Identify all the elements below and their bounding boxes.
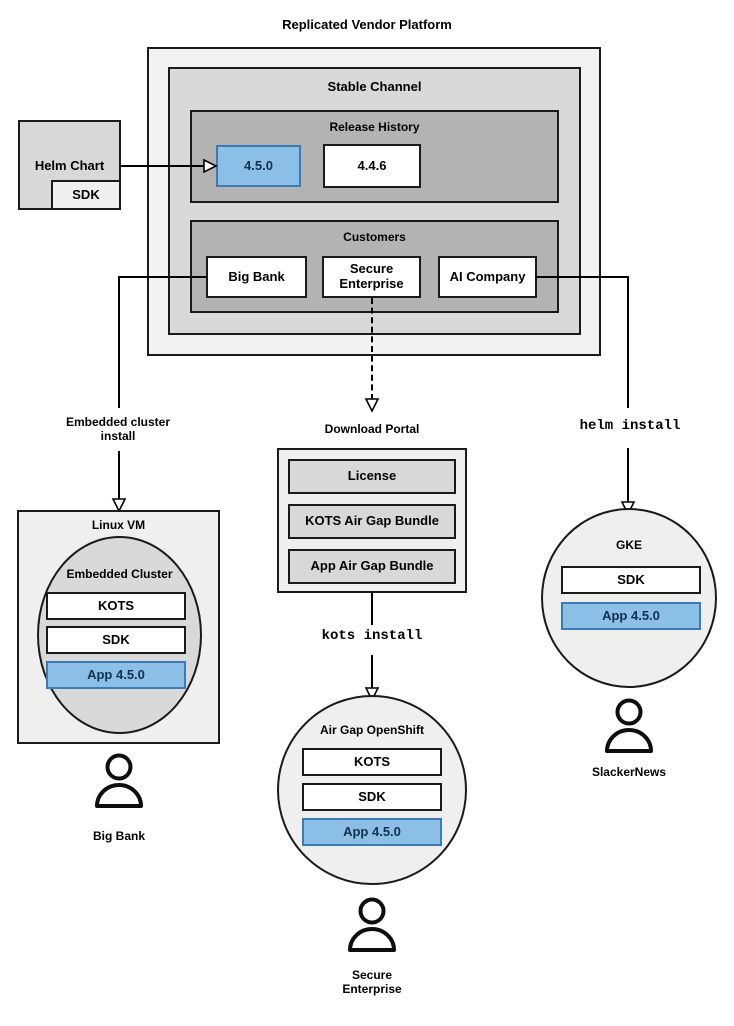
embedded-install-arrow-line xyxy=(118,451,120,501)
download-portal-artifact-app-airgap[interactable]: App Air Gap Bundle xyxy=(288,549,456,584)
linux-vm-component-app[interactable]: App 4.5.0 xyxy=(46,661,186,689)
user-icon-secure-enterprise xyxy=(348,897,396,952)
gke-ellipse xyxy=(541,508,717,688)
ai-company-connector-vertical xyxy=(627,276,629,408)
embedded-cluster-title: Embedded Cluster xyxy=(66,567,173,581)
release-version-4-4-6[interactable]: 4.4.6 xyxy=(323,144,421,188)
customer-big-bank[interactable]: Big Bank xyxy=(206,256,307,298)
edge-label-download-portal: Download Portal xyxy=(324,422,420,436)
stable-channel-title: Stable Channel xyxy=(327,79,422,94)
helm-install-arrow-line xyxy=(627,448,629,505)
helm-chart-title: Helm Chart xyxy=(34,158,105,173)
user-icon-slackernews xyxy=(605,698,653,753)
linux-vm-component-kots[interactable]: KOTS xyxy=(46,592,186,620)
secure-enterprise-dashed-connector xyxy=(371,298,373,400)
gke-component-app[interactable]: App 4.5.0 xyxy=(561,602,701,630)
airgap-component-kots[interactable]: KOTS xyxy=(302,748,442,776)
download-portal-arrowhead xyxy=(364,398,380,413)
kots-install-line-upper xyxy=(371,593,373,625)
user-label-slackernews: SlackerNews xyxy=(591,765,667,779)
download-portal-artifact-kots-airgap[interactable]: KOTS Air Gap Bundle xyxy=(288,504,456,539)
gke-title: GKE xyxy=(615,538,642,552)
airgap-component-app[interactable]: App 4.5.0 xyxy=(302,818,442,846)
customers-title: Customers xyxy=(343,230,406,244)
kots-install-line-lower xyxy=(371,655,373,690)
edge-label-kots-install: kots install xyxy=(321,628,423,644)
customer-secure-enterprise[interactable]: Secure Enterprise xyxy=(322,256,421,298)
ai-company-connector-horizontal xyxy=(535,276,629,278)
helm-to-release-arrowhead xyxy=(203,158,218,174)
edge-label-helm-install: helm install xyxy=(579,418,681,434)
page-title: Replicated Vendor Platform xyxy=(282,17,452,32)
airgap-openshift-title: Air Gap OpenShift xyxy=(319,723,424,737)
airgap-component-sdk[interactable]: SDK xyxy=(302,783,442,811)
user-label-secure-enterprise: Secure Enterprise xyxy=(342,968,402,997)
edge-label-embedded-cluster-install: Embedded cluster install xyxy=(65,415,171,444)
release-history-title: Release History xyxy=(329,120,420,134)
kots-install-arrowhead xyxy=(364,687,380,702)
download-portal-artifact-license[interactable]: License xyxy=(288,459,456,494)
big-bank-connector-horizontal xyxy=(118,276,208,278)
customer-ai-company[interactable]: AI Company xyxy=(438,256,537,298)
helm-chart-sdk-box: SDK xyxy=(51,180,121,210)
release-version-4-5-0[interactable]: 4.5.0 xyxy=(216,145,301,187)
big-bank-connector-vertical xyxy=(118,276,120,408)
helm-to-release-line xyxy=(121,165,205,167)
linux-vm-title: Linux VM xyxy=(91,518,146,532)
user-label-big-bank: Big Bank xyxy=(92,829,145,843)
gke-component-sdk[interactable]: SDK xyxy=(561,566,701,594)
embedded-install-arrowhead xyxy=(111,498,127,513)
user-icon-big-bank xyxy=(95,753,143,808)
linux-vm-component-sdk[interactable]: SDK xyxy=(46,626,186,654)
